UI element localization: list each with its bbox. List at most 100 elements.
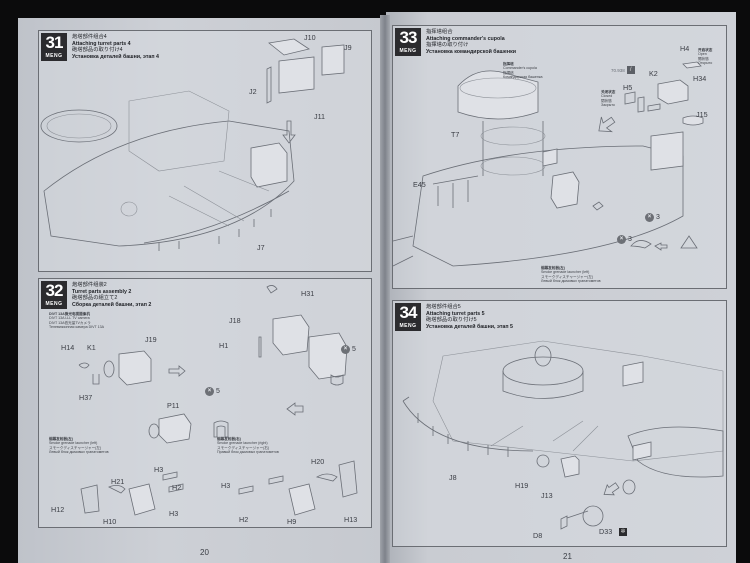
paint-code-marker: 70.938 / (611, 66, 635, 74)
page-number-left: 20 (200, 548, 209, 557)
camera-note-en: DIVT 13A LLL TV camera (49, 316, 90, 321)
part-label-h37: H37 (79, 393, 93, 402)
step-31-title-cn: 炮塔部件组合4 (72, 34, 107, 40)
step-33-diagram (392, 61, 704, 267)
part-label-t7: T7 (451, 130, 460, 139)
left-launcher-jp: スモークディスチャージャー(左) (49, 445, 102, 450)
step-31-diagram (40, 38, 345, 251)
quantity-marker: ×3 (645, 213, 660, 222)
photo-etch-icon: ✲ (619, 528, 627, 536)
meng-logo: MENG (45, 301, 63, 307)
open-note-ru: Открыто (698, 61, 713, 66)
part-label-j8: J8 (449, 473, 457, 482)
step-32-title-jp: 砲塔部品の組立て2 (72, 295, 118, 302)
cupola-note-en: Commander's cupola (503, 66, 537, 71)
step-34-diagram (402, 340, 724, 530)
step-34-badge: 34 MENG (395, 303, 421, 331)
part-label-h3: H3 (221, 481, 231, 490)
paint-code: 70.938 (611, 67, 625, 73)
part-label-p11: P11 (167, 401, 180, 410)
cupola-note-cn: 指挥塔 (503, 62, 514, 66)
quantity-marker: ×5 (205, 387, 220, 396)
cupola-note-ru: Командирская башенка (503, 75, 543, 80)
part-label-h2: H2 (172, 483, 182, 492)
right-launcher-jp: スモークディスチャージャー(右) (217, 445, 270, 450)
part-label-j11: J11 (314, 112, 326, 121)
part-label-h20: H20 (311, 457, 325, 466)
part-label-h10: H10 (103, 517, 117, 526)
quantity-value: 5 (352, 346, 356, 353)
right-launcher-cn: 烟幕发射器(右) (217, 437, 241, 441)
part-label-d33: D33 (599, 527, 613, 536)
step-31-titles: 炮塔部件组合4 Attaching turret parts 4 砲塔部品の取り… (72, 34, 159, 60)
step-32-panel: 32 MENG 炮塔部件组装2 Turret parts assembly 2 … (38, 278, 372, 528)
camera-note-ru: Телевизионная камера DIVT 13A (49, 325, 105, 330)
quantity-value: 3 (656, 214, 660, 221)
camera-note: DIVT 13A微光电视摄像机 DIVT 13A LLL TV camera D… (49, 312, 104, 330)
part-label-j13: J13 (541, 491, 553, 500)
launcher-note-cn: 烟幕发射器(左) (541, 266, 565, 270)
step-34-title-ru: Установка деталей башни, этап 5 (426, 323, 513, 330)
part-label-e45: E45 (413, 180, 426, 189)
part-label-h9: H9 (287, 517, 297, 526)
part-label-d8: D8 (533, 531, 543, 540)
step-32-titles: 炮塔部件组装2 Turret parts assembly 2 砲塔部品の組立て… (72, 282, 151, 308)
part-label-h13: H13 (344, 515, 358, 524)
part-label-h1: H1 (219, 341, 229, 350)
right-launcher-en: Smoke grenade launcher (right) (217, 441, 268, 446)
step-31-number: 31 (45, 33, 64, 52)
step-32-badge: 32 MENG (41, 281, 67, 309)
step-32-title-en: Turret parts assembly 2 (72, 288, 132, 295)
meng-logo: MENG (399, 48, 417, 54)
left-launcher-ru: Левый блок дымовых гранатометов (49, 450, 109, 455)
step-31-title-ru: Установка деталей башни, этап 4 (72, 53, 159, 60)
step-31-badge: 31 MENG (41, 33, 67, 61)
step-32-number: 32 (45, 281, 64, 300)
step-34-number: 34 (399, 303, 418, 322)
part-label-j10: J10 (304, 33, 316, 42)
times-icon: × (205, 387, 214, 396)
step-34-title-jp: 砲塔部品の取り付け5 (426, 317, 477, 324)
open-note-jp: 開状態 (698, 56, 709, 61)
part-label-h4: H4 (680, 44, 690, 53)
part-label-j15: J15 (696, 110, 708, 119)
part-label-h14: H14 (61, 343, 75, 352)
open-note: 开启状态 Open 開状態 Открыто (698, 48, 712, 66)
step-33-title-jp: 指揮塔の取り付け (426, 42, 469, 49)
part-label-h2: H2 (239, 515, 249, 524)
part-label-h3: H3 (154, 465, 164, 474)
right-launcher-note: 烟幕发射器(右) Smoke grenade launcher (right) … (217, 437, 279, 455)
page-number-right: 21 (563, 552, 572, 561)
step-34-title-cn: 炮塔部件组合5 (426, 304, 461, 310)
step-31-panel: 31 MENG 炮塔部件组合4 Attaching turret parts 4… (38, 30, 372, 272)
launcher-note-en: Smoke grenade launcher (left) (541, 270, 590, 275)
paint-brush-icon: / (626, 66, 635, 74)
times-icon: × (341, 345, 350, 354)
part-label-j2: J2 (249, 87, 257, 96)
times-icon: × (617, 235, 626, 244)
quantity-marker: ×3 (617, 235, 632, 244)
quantity-value: 5 (216, 388, 220, 395)
step-34-title-en: Attaching turret parts 5 (426, 310, 485, 317)
cupola-note: 指挥塔 Commander's cupola 指揮塔 Командирская … (503, 62, 543, 80)
quantity-value: 3 (628, 236, 632, 243)
step-33-panel: 33 MENG 指挥塔组合 Attaching commander's cupo… (392, 25, 727, 289)
part-label-j7: J7 (257, 243, 265, 252)
step-31-title-en: Attaching turret parts 4 (72, 40, 131, 47)
step-32-title-ru: Сборка деталей башни, этап 2 (72, 301, 152, 308)
left-launcher-en: Smoke grenade launcher (left) (49, 441, 98, 446)
part-label-j18: J18 (229, 316, 241, 325)
right-launcher-ru: Правый блок дымовых гранатометов (217, 450, 279, 455)
times-icon: × (645, 213, 654, 222)
closed-note-en: Closed (601, 94, 613, 99)
step-33-title-en: Attaching commander's cupola (426, 35, 505, 42)
step-33-title-ru: Установка командирской башенки (426, 48, 516, 55)
part-label-h12: H12 (51, 505, 65, 514)
open-note-cn: 开启状态 (698, 48, 713, 52)
closed-note-cn: 关闭状态 (601, 90, 616, 94)
part-label-h19: H19 (515, 481, 529, 490)
book-spine (380, 15, 390, 563)
part-label-h3: H3 (169, 509, 179, 518)
part-label-j9: J9 (344, 43, 352, 52)
launcher-note-jp: スモークディスチャージャー(左) (541, 274, 594, 279)
